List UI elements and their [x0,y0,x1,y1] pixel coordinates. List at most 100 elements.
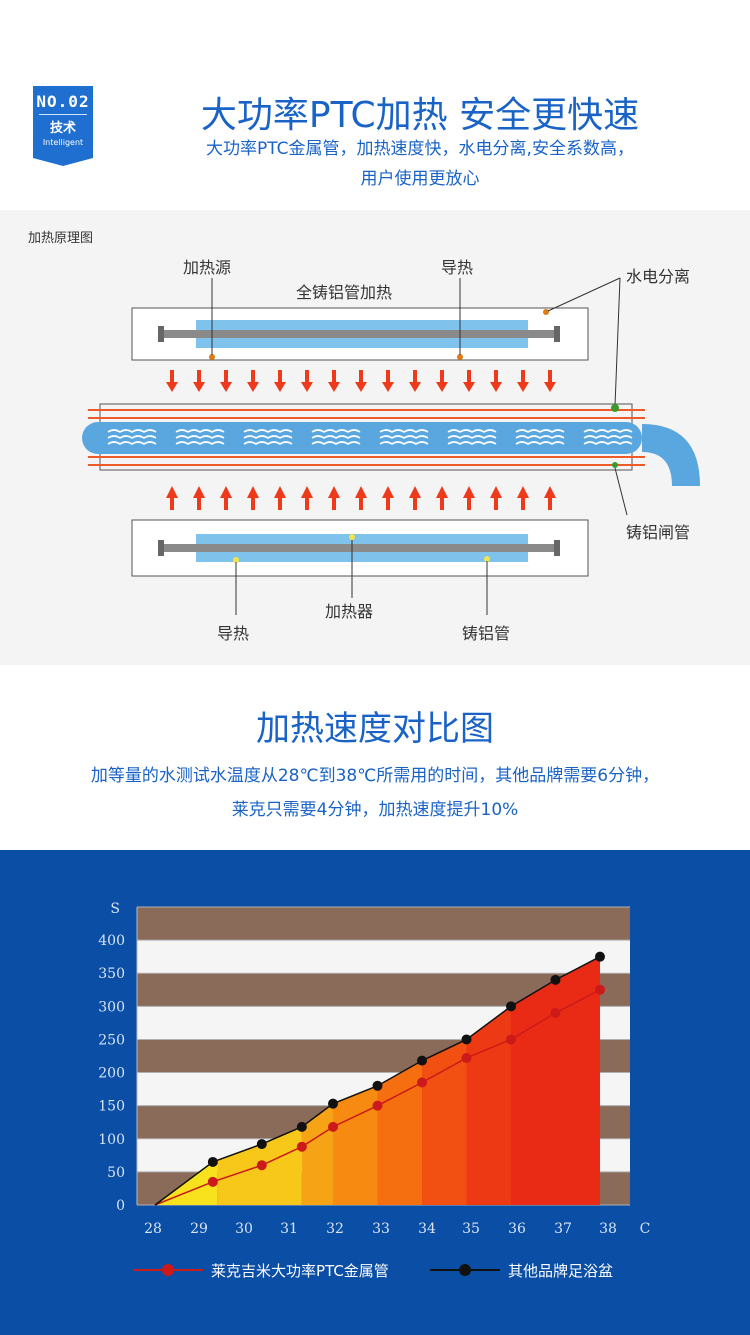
heat-arrow-up [409,486,421,510]
page-title: 大功率PTC加热 安全更快速 [200,95,640,136]
heat-arrow-down [436,370,448,392]
heat-arrow-up [355,486,367,510]
tech-badge: NO.02 技术 Intelligent [33,86,93,166]
water-wave [175,441,225,445]
y-axis-label: S [110,901,120,917]
water-wave [107,429,157,433]
separation-dot-middle [611,404,619,412]
water-wave [311,441,361,445]
heat-arrow-down [220,370,232,392]
data-point [417,1077,427,1088]
top-rod-cap-right [554,326,560,342]
data-point [207,1156,218,1167]
legend-label-series-2: 其他品牌足浴盆 [508,1261,614,1280]
label-water-electric: 水电分离 [626,267,690,286]
data-point [372,1100,383,1111]
data-point [417,1055,427,1066]
bottom-rod [160,544,560,552]
data-point [328,1098,338,1109]
heat-arrow-up [220,486,232,510]
water-wave [175,435,225,439]
heat-arrow-up [166,486,178,510]
data-point [595,984,605,995]
water-wave [311,429,361,433]
page-subtitle: 大功率PTC金属管，加热速度快，水电分离,安全系数高， 用户使用更放心 [120,134,720,194]
heat-arrow-up [301,486,313,510]
label-all-cast-aluminum: 全铸铝管加热 [296,283,392,302]
subtitle-line-1: 大功率PTC金属管，加热速度快，水电分离,安全系数高， [206,139,634,159]
gate-dot [612,462,618,468]
diagram-caption: 加热原理图 [28,231,93,246]
legend-item-series-2: 其他品牌足浴盆 [430,1258,613,1282]
y-tick-label: 300 [98,999,125,1015]
water-wave [379,429,429,433]
heat-arrow-down [544,370,556,392]
y-tick-label: 150 [98,1099,125,1115]
legend-line-series-2 [430,1264,500,1276]
water-wave [447,441,497,445]
heat-arrow-up [517,486,529,510]
conduct-dot-top [457,354,463,360]
heat-arrow-down [355,370,367,392]
grid-band [137,907,630,941]
water-wave [583,429,633,433]
water-wave [107,435,157,439]
badge-number: NO.02 [36,92,90,111]
heat-arrow-up [247,486,259,510]
y-tick-label: 0 [116,1198,125,1214]
label-cast-aluminum-gate: 铸铝闸管 [626,523,690,542]
x-tick-label: 38 [599,1221,617,1237]
legend-marker-series-2 [459,1264,471,1276]
heat-arrow-down [247,370,259,392]
data-point [296,1141,307,1152]
y-tick-label: 350 [98,966,125,982]
water-wave [583,435,633,439]
data-point [506,1001,516,1012]
conduct-dot-bottom [233,557,239,563]
y-tick-label: 100 [98,1132,125,1148]
pipe-bend [642,424,700,486]
heat-arrow-down [274,370,286,392]
legend-marker-series-1 [162,1264,174,1276]
comparison-title: 加热速度对比图 [256,709,494,749]
water-wave [447,429,497,433]
y-tick-label: 200 [98,1066,125,1082]
top-rod [160,330,560,338]
heat-arrow-up [436,486,448,510]
heat-source-dot [209,354,215,360]
data-point [550,1007,561,1018]
data-point [506,1034,516,1045]
label-heater: 加热器 [325,602,373,621]
x-tick-label: 36 [508,1221,526,1237]
top-rod-cap-left [158,326,164,342]
y-tick-label: 250 [98,1032,125,1048]
x-tick-label: 28 [144,1221,162,1237]
y-tick-label: 50 [107,1165,125,1181]
label-conduct-top: 导热 [441,258,473,277]
y-tick-label: 400 [98,933,125,949]
badge-english: Intelligent [42,138,84,147]
comparison-section: 加热速度对比图 加等量的水测试水温度从28℃到38℃所需用的时间，其他品牌需要6… [0,665,750,850]
water-wave [379,435,429,439]
data-point [595,951,605,962]
x-tick-label: 33 [372,1221,390,1237]
description-line-1: 加等量的水测试水温度从28℃到38℃所需用的时间，其他品牌需要6分钟， [90,766,660,786]
water-wave [515,429,565,433]
heating-principle-diagram: 加热原理图 加热源 导热 全铸铝管加热 水电分离 铸铝闸管 [0,210,750,665]
description-line-2: 莱克只需要4分钟，加热速度提升10% [231,800,519,820]
water-wave [515,441,565,445]
heat-arrow-up [490,486,502,510]
water-wave [515,435,565,439]
water-wave [243,435,293,439]
diagram-svg: 加热原理图 加热源 导热 全铸铝管加热 水电分离 铸铝闸管 [28,231,700,643]
data-point [461,1052,472,1063]
label-heat-source: 加热源 [183,258,231,277]
data-point [256,1139,267,1150]
x-tick-label: 35 [462,1221,480,1237]
water-pipe [82,422,642,454]
data-point [256,1160,267,1171]
water-wave [243,441,293,445]
separation-dot-top [543,309,549,315]
water-wave [175,429,225,433]
